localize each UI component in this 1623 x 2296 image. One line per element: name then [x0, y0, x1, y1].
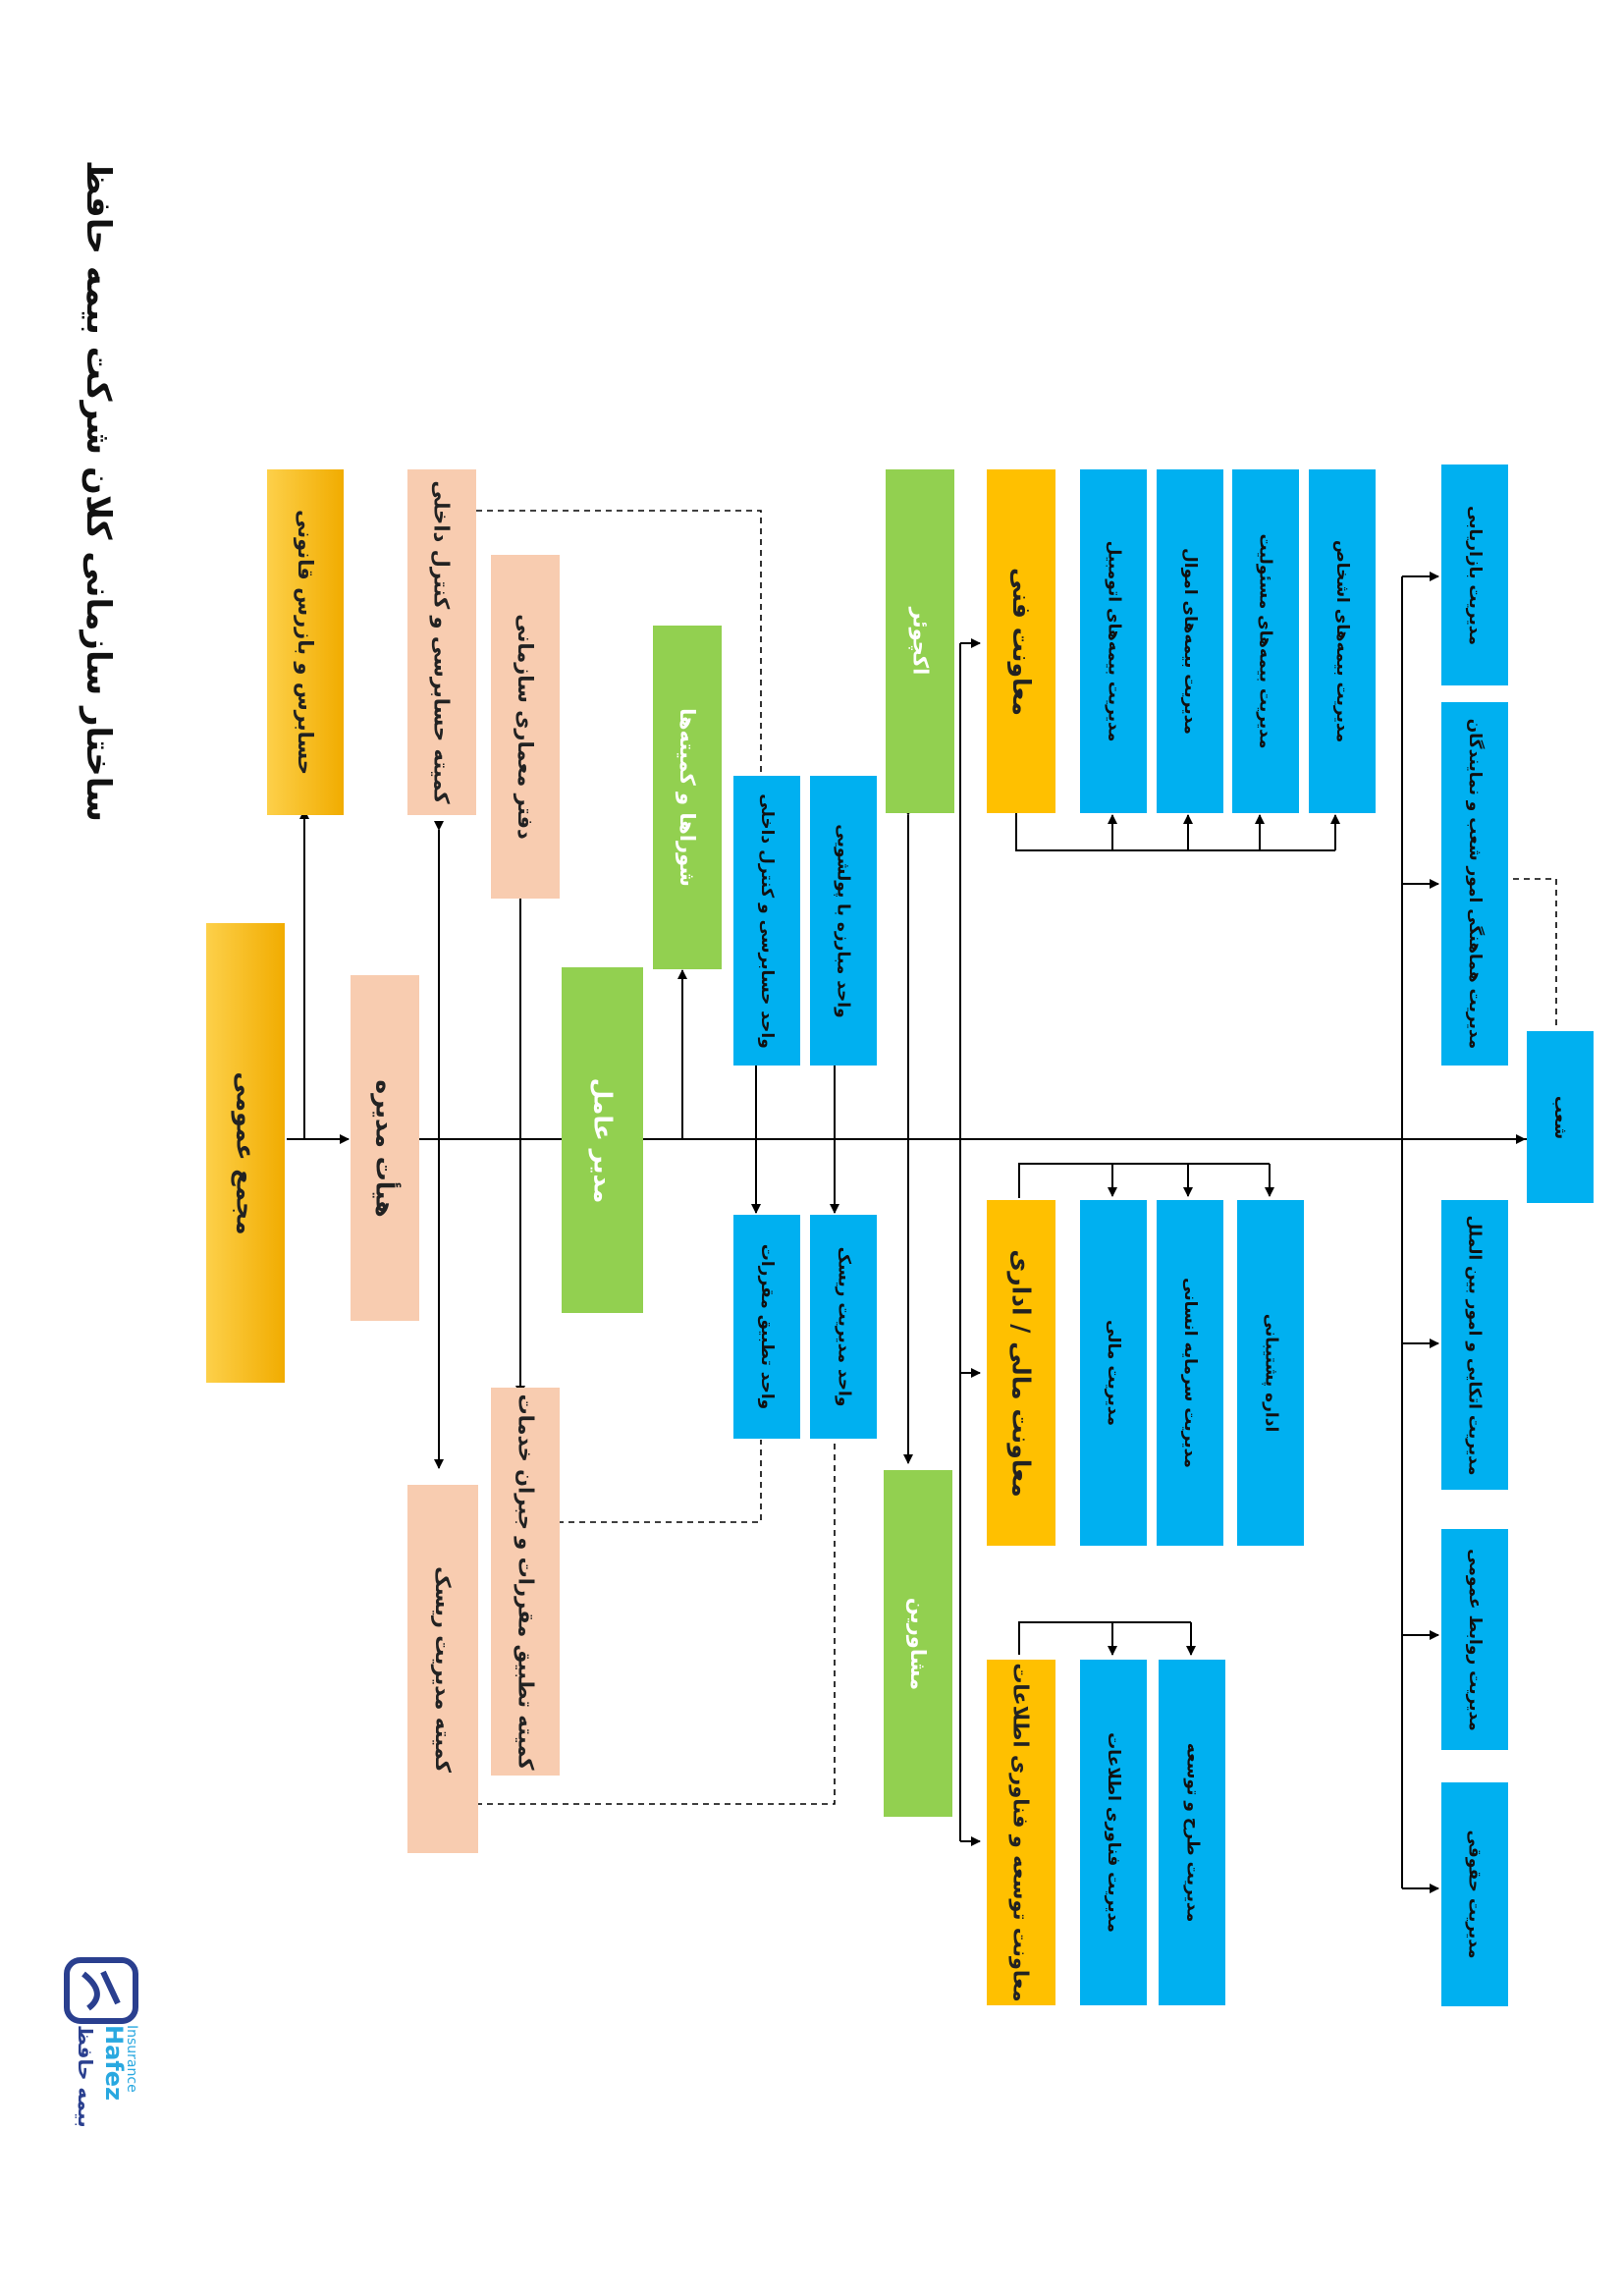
logo-glyph — [81, 1970, 121, 2011]
logo-fa-text: بیمه حافظ — [74, 2025, 97, 2128]
node-internal-audit-unit: واحد حسابرسی و کنترل داخلی — [733, 776, 800, 1066]
node-legal-management: مدیریت حقوقی — [1441, 1782, 1508, 2006]
dashed-connector — [476, 510, 762, 774]
node-public-relations: مدیریت روابط عمومی — [1441, 1529, 1508, 1750]
node-liability-insurance: مدیریت بیمه‌های مسئولیت — [1232, 469, 1299, 813]
logo-en-text: Hafez — [100, 2025, 128, 2101]
hafez-logo: بیمه حافظ Hafez Insurance — [64, 1957, 139, 2128]
node-risk-committee: کمیته مدیریت ریسک — [407, 1485, 478, 1853]
node-property-insurance: مدیریت بیمه‌های اموال — [1157, 469, 1223, 813]
logo-emblem — [64, 1957, 138, 2024]
node-risk-unit: واحد مدیریت ریسک — [810, 1215, 877, 1439]
node-board: هیأت مدیره — [351, 975, 419, 1321]
node-personal-insurance: مدیریت بیمه‌های اشخاص — [1309, 469, 1376, 813]
node-marketing: مدیریت بازاریابی — [1441, 465, 1508, 685]
node-compliance-committee: کمیته تطبیق مقررات و جبران خدمات — [491, 1388, 560, 1776]
node-general-assembly: مجمع عمومی — [206, 923, 285, 1383]
node-councils: شوراها و کمیته‌ها — [653, 626, 722, 969]
node-hr-management: مدیریت سرمایه انسانی — [1157, 1200, 1223, 1546]
logo-en-sub: Insurance — [124, 2025, 139, 2093]
node-it-management: مدیریت فناوری اطلاعات — [1080, 1660, 1147, 2005]
page-title: ساختار سازمانی کلان شرکت بیمه حافظ — [79, 160, 119, 822]
node-financial-management: مدیریت مالی — [1080, 1200, 1147, 1546]
dashed-connector — [558, 1440, 762, 1523]
connector — [1018, 1163, 1270, 1198]
node-finance-deputy: معاونت مالی / اداری — [987, 1200, 1055, 1546]
node-technical-deputy: معاونت فنی — [987, 469, 1055, 813]
node-aml-unit: واحد مبارزه با پولشویی — [810, 776, 877, 1066]
node-reinsurance: مدیریت اتکایی و امور بین الملل — [1441, 1200, 1508, 1490]
node-support-office: اداره پشتیبانی — [1237, 1200, 1304, 1546]
node-audit-committee: کمیته حسابرسی و کنترل داخلی — [407, 469, 476, 815]
node-compliance-unit: واحد تطبیق مقررات — [733, 1215, 800, 1439]
node-architecture-office: دفتر معماری سازمانی — [491, 555, 560, 899]
node-legal-auditor: حسابرس و بازرس قانونی — [267, 469, 344, 815]
node-advisors: مشاورین — [884, 1470, 952, 1817]
node-branch-coordination: مدیریت هماهنگی امور شعب و نمایندگان — [1441, 702, 1508, 1066]
node-branches: شعب — [1527, 1031, 1594, 1203]
node-actuary: اکچوئر — [886, 469, 954, 813]
node-it-deputy: معاونت توسعه و فناوری اطلاعات — [987, 1660, 1055, 2005]
node-auto-insurance: مدیریت بیمه‌های اتومبیل — [1080, 469, 1147, 813]
connector — [1018, 1621, 1191, 1655]
dashed-connector — [476, 1440, 836, 1805]
node-ceo: مدیر عامل — [562, 967, 643, 1313]
node-planning-development: مدیریت طرح و توسعه — [1159, 1660, 1225, 2005]
connector — [1015, 812, 1335, 851]
